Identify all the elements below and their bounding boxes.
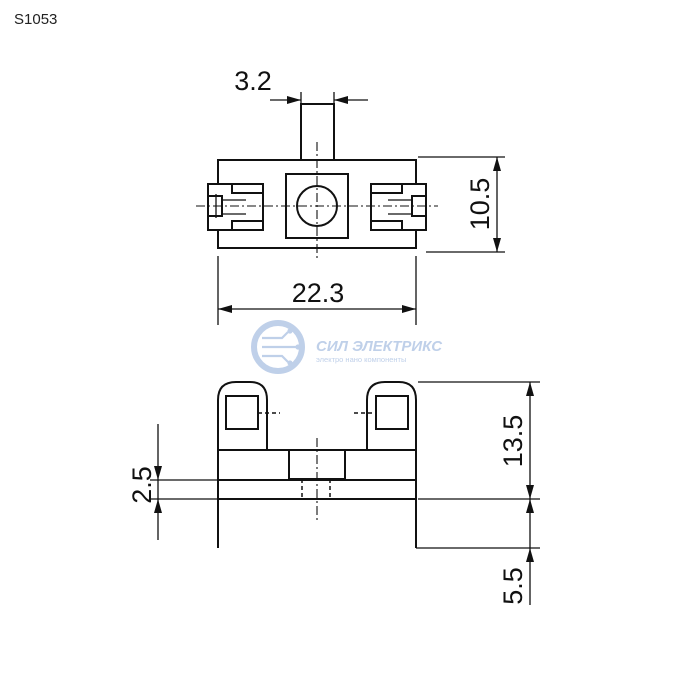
dimension-base-thickness: 2.5 (127, 424, 218, 540)
dim-label-base-thickness: 2.5 (127, 466, 157, 504)
dimension-pin-width: 3.2 (234, 66, 368, 104)
part-number-label: S1053 (14, 11, 58, 28)
dimension-pin-length: 5.5 (498, 499, 534, 605)
left-clip-top (207, 183, 264, 231)
watermark-title: СИЛ ЭЛЕКТРИКС (316, 338, 443, 355)
left-clip-window (225, 395, 259, 430)
dim-label-height-top: 10.5 (465, 178, 495, 231)
right-clip-top (370, 183, 427, 231)
dimension-total-length: 22.3 (217, 256, 417, 325)
watermark-logo: СИЛ ЭЛЕКТРИКС электро нано компоненты (251, 320, 443, 374)
right-clip-side (366, 381, 417, 450)
dimension-height-top: 10.5 (418, 156, 505, 253)
dim-label-total-length: 22.3 (292, 278, 345, 308)
dim-label-pin-length: 5.5 (498, 567, 528, 605)
side-view: 13.5 5.5 2.5 (127, 381, 540, 605)
watermark-subtitle: электро нано компоненты (316, 355, 406, 364)
pin-top-view (300, 103, 335, 161)
dim-label-total-height: 13.5 (498, 415, 528, 468)
right-clip-window (375, 395, 409, 430)
top-view: 3.2 10.5 22.3 (196, 66, 505, 325)
dim-label-pin-width: 3.2 (234, 66, 272, 96)
left-clip-side (217, 381, 268, 450)
dimension-total-height: 13.5 (418, 381, 540, 500)
